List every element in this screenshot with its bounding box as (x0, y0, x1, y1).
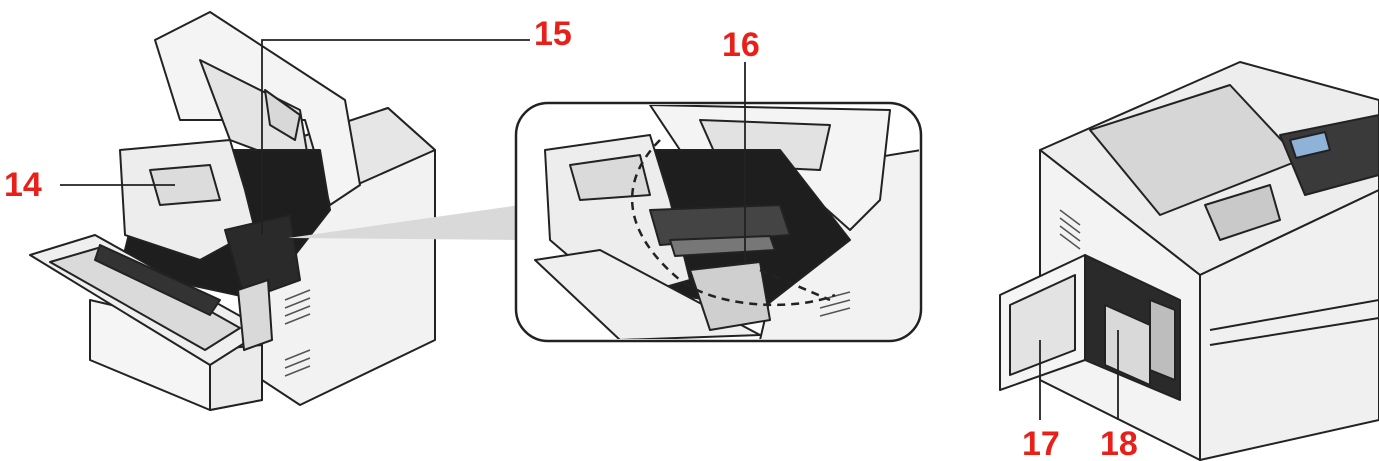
callout-16: 16 (722, 26, 760, 64)
leader-line-15 (261, 39, 530, 235)
highlight-dashed-outline (630, 139, 836, 307)
callout-18: 18 (1100, 425, 1138, 461)
printer-front-open (29, 11, 436, 411)
side-vents (284, 289, 311, 377)
printer-rear-view (999, 61, 1379, 461)
callout-14: 14 (4, 166, 42, 204)
control-panel (1279, 114, 1379, 196)
leader-lines (60, 39, 1119, 420)
callout-15: 15 (534, 15, 572, 53)
zoom-inset-content (534, 105, 919, 339)
zoom-beam (288, 205, 520, 240)
callout-17: 17 (1022, 425, 1060, 461)
